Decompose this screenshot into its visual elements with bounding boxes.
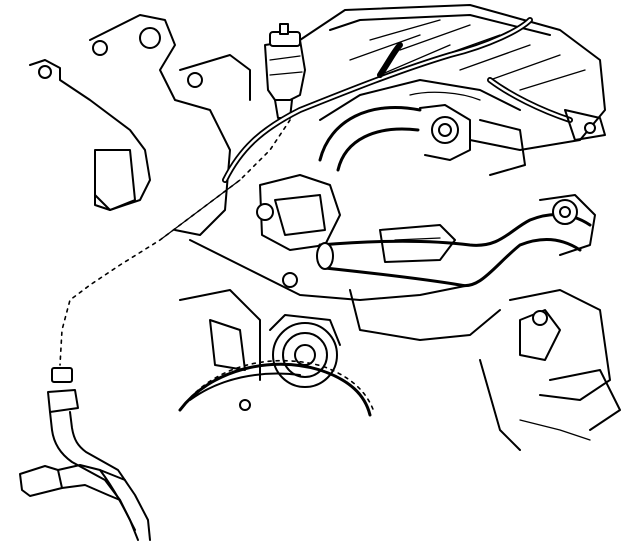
wiring-harness: [222, 17, 606, 183]
fuel-pressure-regulator: [264, 23, 306, 119]
ring-gear: [178, 359, 375, 417]
oil-level-tube: [19, 119, 291, 541]
crank-pulley: [269, 314, 341, 388]
heater-pipe: [316, 194, 596, 288]
thermostat-housing: [256, 174, 341, 288]
engine-block: [179, 239, 621, 451]
left-bracket: [29, 14, 251, 236]
coolant-pipe: [318, 104, 526, 176]
intake-manifold: [299, 4, 606, 151]
